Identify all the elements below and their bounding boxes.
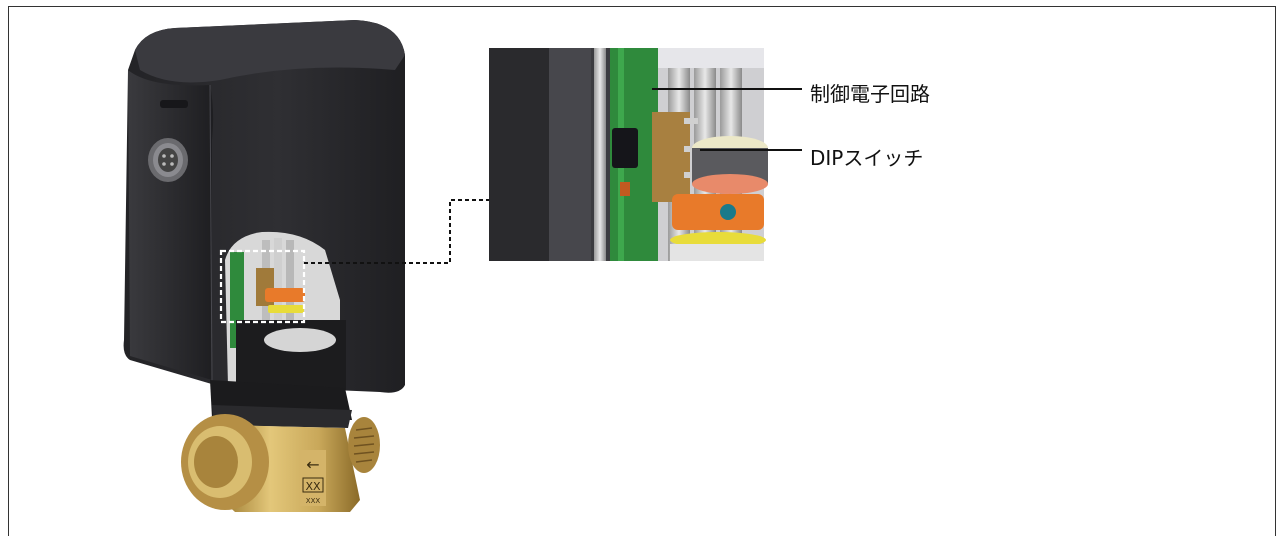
valve-actuator-illustration: ← XX XXX: [123, 20, 802, 512]
detail-highlight-box: [219, 249, 306, 324]
zoom-connector-line: [304, 199, 490, 264]
valve-subcode-marking: XXX: [306, 497, 321, 505]
flow-arrow-marking: ←: [306, 455, 319, 474]
brass-valve-body: ← XX XXX: [181, 414, 380, 512]
figure-frame: [8, 6, 1276, 536]
zoom-detail-panel: [489, 48, 768, 261]
led-slot: [160, 100, 188, 108]
m12-connector: [148, 138, 188, 182]
valve-code-marking: XX: [305, 480, 321, 493]
label-dip-switch: DIPスイッチ: [810, 146, 924, 170]
cutaway-section: [225, 231, 346, 390]
label-control-circuit: 制御電子回路: [810, 82, 930, 106]
